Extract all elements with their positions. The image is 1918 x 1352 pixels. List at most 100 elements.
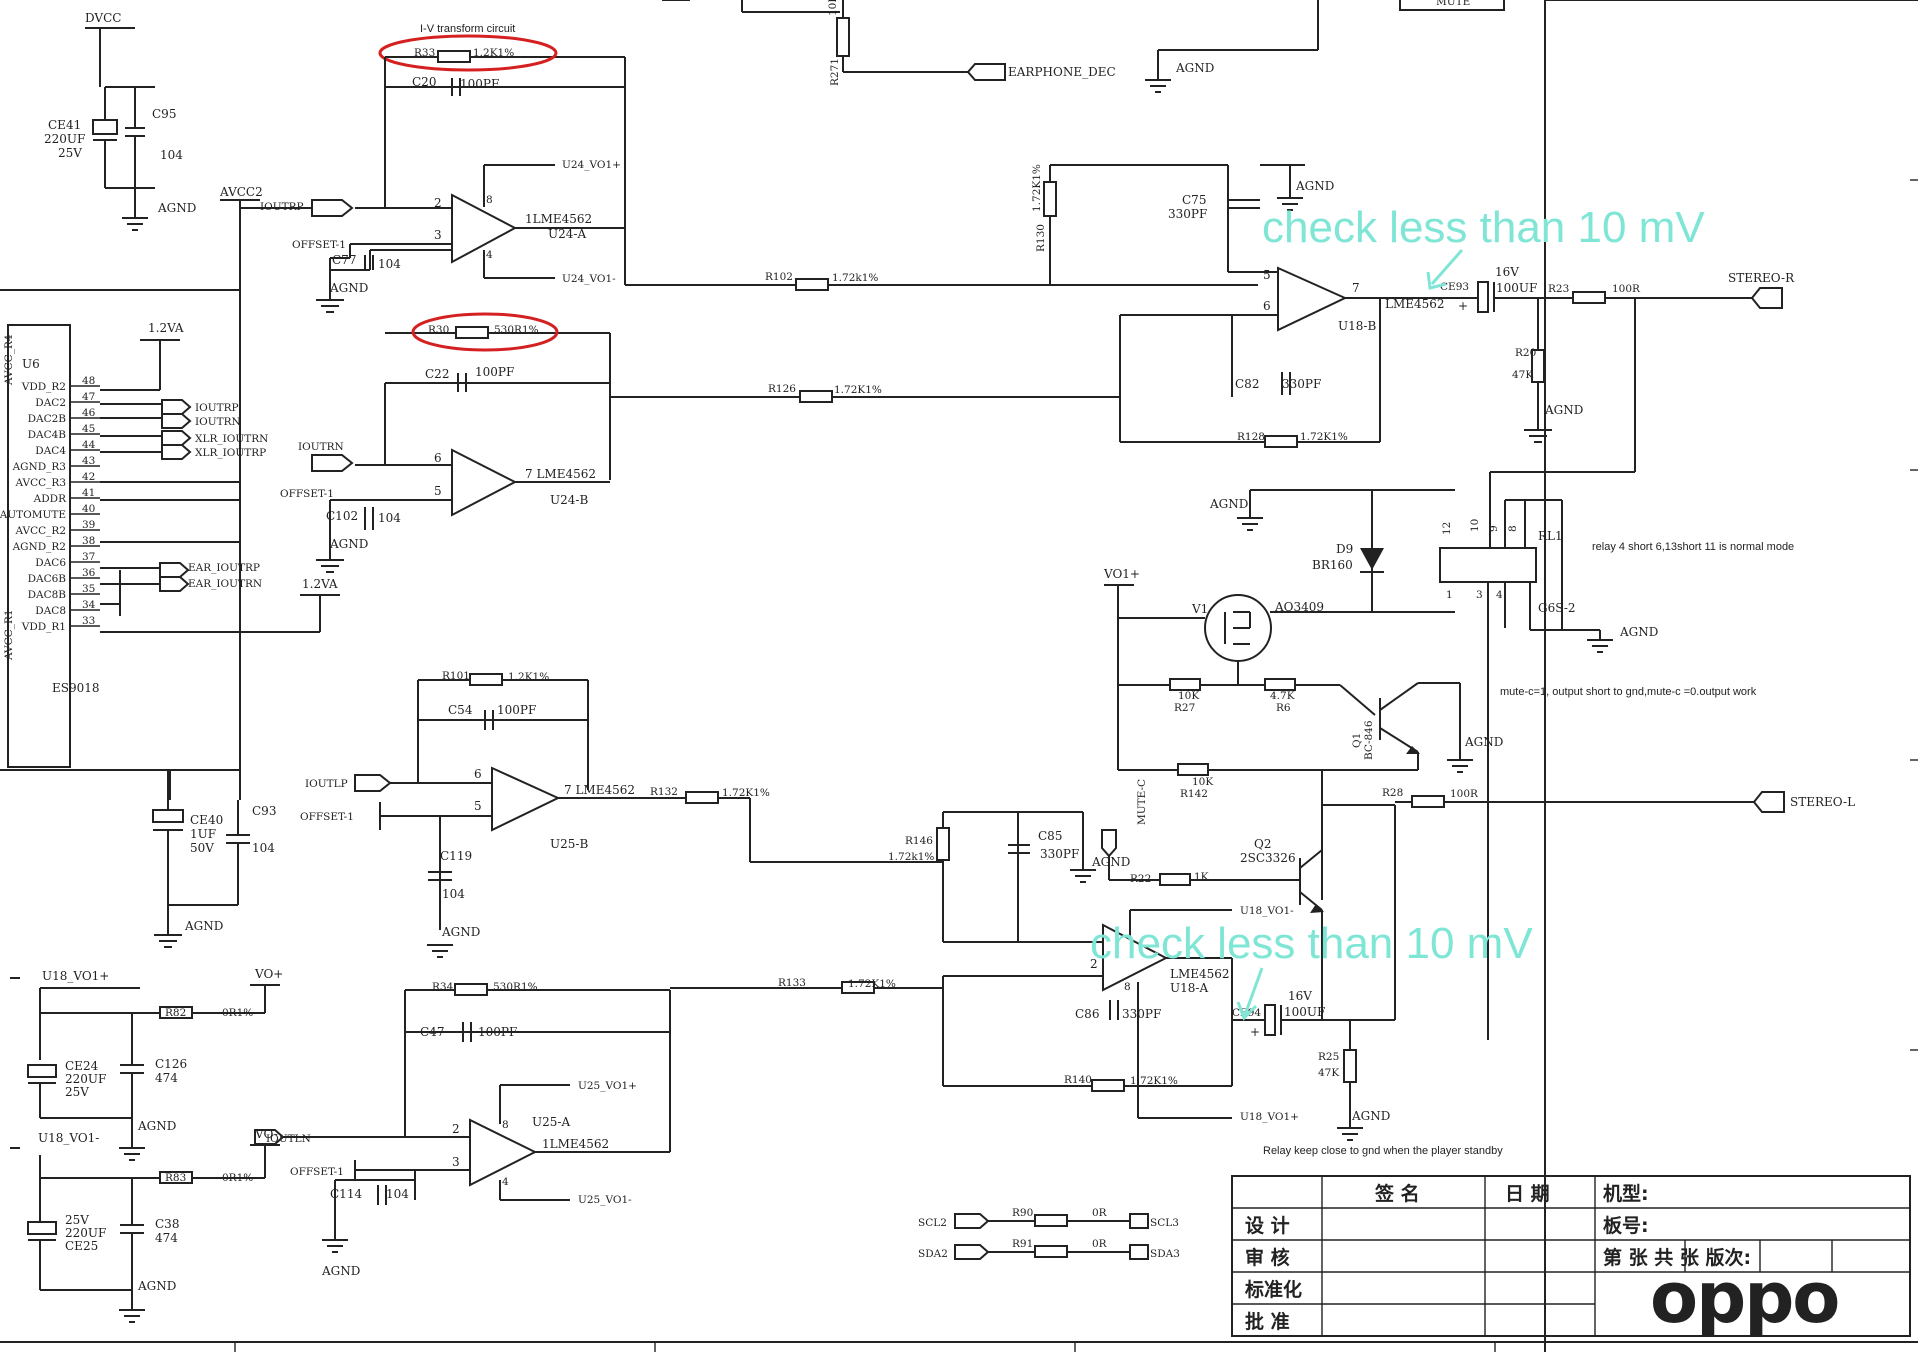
chip-pin-number: 37 (82, 551, 95, 563)
net-label: U18_VO1- (38, 1131, 99, 1145)
measurement-annotations: check less than 10 mV check less than 10… (1090, 203, 1705, 1021)
part-value: 0R (1092, 1238, 1108, 1250)
net-label: MUTE-C (1136, 779, 1148, 825)
part-value: 10K (1178, 690, 1199, 702)
transistor-arrow (1310, 904, 1324, 913)
part-ref: R28 (1382, 787, 1403, 799)
net-label: AGND (157, 201, 196, 215)
part-value: 104 (442, 887, 465, 901)
part-ref: R23 (1548, 283, 1569, 295)
opamp-u24a-stage: I-V transform circuit R33 1.2K1% C20 100… (240, 23, 626, 313)
net-label: AGND (1209, 497, 1248, 511)
part-value: BC-846 (1363, 720, 1375, 760)
part-ref: R132 (650, 786, 678, 798)
net-label: AGND (321, 1264, 360, 1278)
part-value: 50V (190, 841, 214, 855)
part-ref: C54 (448, 703, 473, 717)
pin-number: 5 (1263, 268, 1271, 282)
chip-pin-name: VDD_R2 (21, 381, 66, 393)
chip-ref: U6 (22, 357, 40, 371)
part-ref: R27 (1174, 702, 1195, 714)
opamp-u25b (491, 766, 561, 832)
annotation-check-top: check less than 10 mV (1262, 203, 1705, 252)
pin-number: 5 (474, 799, 482, 813)
part-value: 100UF (1284, 1005, 1325, 1019)
net-label: SDA2 (918, 1248, 948, 1260)
tb-design: 设 计 (1245, 1215, 1290, 1237)
pin-number: 4 (502, 1176, 509, 1188)
resistor-r28 (1411, 795, 1445, 808)
part-ref: D9 (1336, 542, 1353, 556)
part-value: 330PF (1282, 377, 1321, 391)
pin-number: 4 (486, 249, 493, 261)
opamp-u24a (451, 193, 518, 264)
part-ref: C77 (332, 253, 356, 267)
chip-pin-number: 40 (82, 503, 95, 515)
pin-number: 6 (434, 451, 442, 465)
part-ref: R128 (1237, 431, 1265, 443)
net-label: AGND (1544, 403, 1583, 417)
chip-pin-number: 48 (82, 375, 95, 387)
chip-side-label: AVCC_R1 (3, 609, 15, 661)
part-ref: V1 (1191, 602, 1208, 616)
chip-side-label: AVCC_R4 (3, 334, 15, 386)
transistor-arrow (1406, 746, 1420, 754)
part-value: 25V (65, 1213, 89, 1227)
pin-number: 1 (1446, 589, 1453, 601)
net-label: AGND (137, 1119, 176, 1133)
title-block: 签 名 日 期 机型: 板号: 设 计 审 核 标准化 批 准 第 张 共 张 … (0, 179, 1918, 1352)
chip-pin-number: 38 (82, 535, 95, 547)
part-ref: R6 (1276, 702, 1291, 714)
capacitor-ce41 (92, 119, 118, 135)
part-ref: C93 (252, 804, 276, 818)
chip-pin-number: 36 (82, 567, 96, 579)
part-ref: C38 (155, 1217, 179, 1231)
resistor-r22 (1159, 873, 1191, 886)
chip-pin-number: 35 (82, 583, 95, 595)
resistor-r102 (795, 278, 829, 291)
net-label: VO- (254, 1127, 278, 1141)
part-ref: 7 LME4562 (525, 467, 596, 481)
pin-number: 6 (1263, 299, 1271, 313)
chip-part: ES9018 (52, 681, 100, 695)
capacitor-ce25 (27, 1221, 57, 1235)
part-value: G6S-2 (1538, 601, 1576, 615)
part-ref: C95 (152, 107, 176, 121)
part-value: 1UF (190, 827, 216, 841)
tb-standard: 标准化 (1245, 1278, 1302, 1301)
opamp-u25b-stage: R101 1.2K1% C54 100PF 6 5 7 LME4562 U25-… (300, 670, 943, 958)
net-label: AGND (329, 281, 368, 295)
net-label: OFFSET-1 (300, 811, 354, 823)
chip-body (7, 324, 71, 768)
part-value: 330PF (1040, 847, 1079, 861)
part-ref: R25 (1318, 1051, 1339, 1063)
part-value: 100R (1450, 788, 1479, 800)
diode-d9 (1360, 548, 1384, 570)
part-ref: LME4562 (1385, 297, 1445, 311)
resistor-r34 (454, 983, 488, 996)
chip-pin-number: 42 (82, 471, 95, 483)
annotation-title: I-V transform circuit (420, 23, 515, 35)
part-ref: C119 (440, 849, 472, 863)
chip-pin-name: DAC8 (35, 605, 66, 617)
net-label: IOUTLN (266, 1133, 311, 1145)
part-ref: R30 (428, 324, 449, 336)
part-value: 10K (1192, 776, 1213, 788)
part-ref: R271 (829, 58, 841, 86)
resistor-r132 (685, 791, 719, 804)
part-value: 1.72k1% (832, 272, 878, 284)
part-value: 100PF (497, 703, 536, 717)
annotation-arrow-bottom (1243, 967, 1264, 1016)
part-ref: 1LME4562 (542, 1137, 609, 1151)
net-label: EAR_IOUTRP (188, 562, 260, 574)
net-label: STEREO-R (1728, 271, 1795, 285)
resistor-r133 (841, 981, 875, 994)
net-label: IOUTRN (298, 441, 344, 453)
resistor-r91 (1034, 1245, 1068, 1258)
opamp-u18b-stage: R102 1.72k1% R126 1.72K1% 1.72K1% R130 C… (610, 164, 1795, 473)
part-ref: R22 (1130, 873, 1151, 885)
capacitor-ce94 (1264, 1004, 1276, 1036)
net-label: IOUTRP (260, 201, 304, 213)
connector-xlr-n (161, 430, 192, 446)
pin-number: 12 (1441, 522, 1453, 535)
